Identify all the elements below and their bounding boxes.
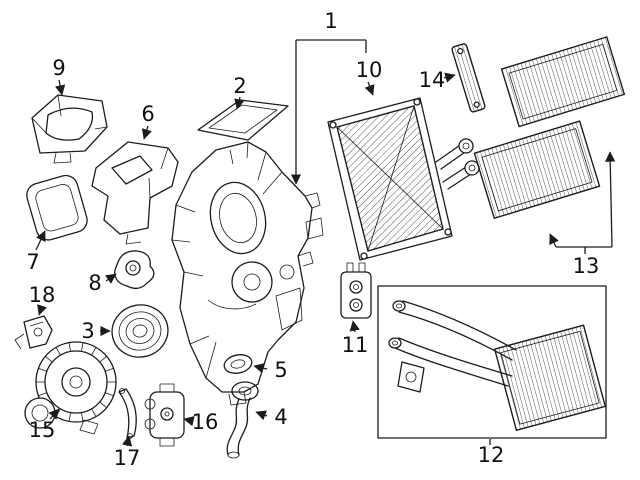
- leader-line-14: [443, 72, 456, 83]
- callout-label-18: 18: [29, 283, 56, 307]
- part-trim-strip-drawing: [118, 388, 137, 439]
- leader-line-2: [234, 96, 245, 110]
- part-gasket-frame-drawing: [197, 99, 289, 141]
- part-small-actuator-drawing: [114, 250, 155, 290]
- bracket-1: [296, 39, 367, 53]
- callout-label-14: 14: [419, 68, 446, 92]
- callout-label-12: 12: [478, 443, 505, 467]
- part-main-housing-drawing: [171, 141, 324, 406]
- leader-line-10: [364, 81, 375, 96]
- part-evaporator-drawing: [327, 97, 480, 261]
- callout-label-11: 11: [342, 333, 369, 357]
- leader-line-4: [255, 410, 268, 421]
- leader-line-9: [54, 79, 66, 96]
- leader-line-5: [253, 363, 268, 374]
- part-blower-motor-drawing: [24, 341, 117, 435]
- part-flap-ring-drawing: [111, 304, 169, 358]
- part-servo-motor-drawing: [144, 383, 185, 447]
- leader-line-13a: [549, 233, 559, 248]
- leader-line-15: [48, 408, 60, 420]
- leader-line-7: [35, 230, 46, 251]
- part-seal-frame-drawing: [26, 174, 88, 241]
- callout-label-9: 9: [52, 56, 65, 80]
- leader-line-16: [183, 416, 195, 427]
- callout-label-2: 2: [233, 74, 246, 98]
- part-expansion-valve-drawing: [340, 262, 372, 319]
- callout-label-17: 17: [114, 446, 141, 470]
- callout-label-7: 7: [26, 250, 39, 274]
- bracket-13: [556, 246, 612, 254]
- part-intake-duct-drawing: [91, 141, 179, 245]
- leader-line-13b: [605, 151, 616, 248]
- part-cabin-filter-upper-drawing: [500, 36, 626, 128]
- callout-labels: 1 2 3 4 5 6 7 8 9 10 11 12 13 14 15 16 1…: [26, 9, 599, 470]
- callout-label-3: 3: [81, 319, 94, 343]
- callout-label-16: 16: [192, 410, 219, 434]
- part-filter-strip-drawing: [451, 43, 486, 113]
- leader-line-17: [121, 435, 133, 447]
- part-sensor-drawing: [14, 315, 53, 350]
- part-grommet-drawing: [223, 354, 253, 374]
- part-cabin-filter-lower-drawing: [473, 120, 601, 220]
- callout-label-6: 6: [141, 102, 154, 126]
- part-heater-assembly-drawing: [377, 285, 607, 439]
- leader-line-11: [349, 320, 360, 333]
- callout-label-1: 1: [324, 9, 337, 33]
- callout-label-8: 8: [88, 271, 101, 295]
- callout-label-5: 5: [274, 358, 287, 382]
- callout-leader-lines: [35, 39, 616, 447]
- leader-line-18: [37, 304, 48, 316]
- leader-line-6: [141, 125, 152, 140]
- callout-label-13: 13: [573, 254, 600, 278]
- part-drain-hose-drawing: [226, 381, 259, 459]
- callout-label-10: 10: [356, 58, 383, 82]
- callout-label-15: 15: [29, 418, 56, 442]
- part-upper-cover-drawing: [31, 94, 108, 164]
- leader-line-8: [105, 273, 117, 284]
- callout-label-4: 4: [274, 405, 287, 429]
